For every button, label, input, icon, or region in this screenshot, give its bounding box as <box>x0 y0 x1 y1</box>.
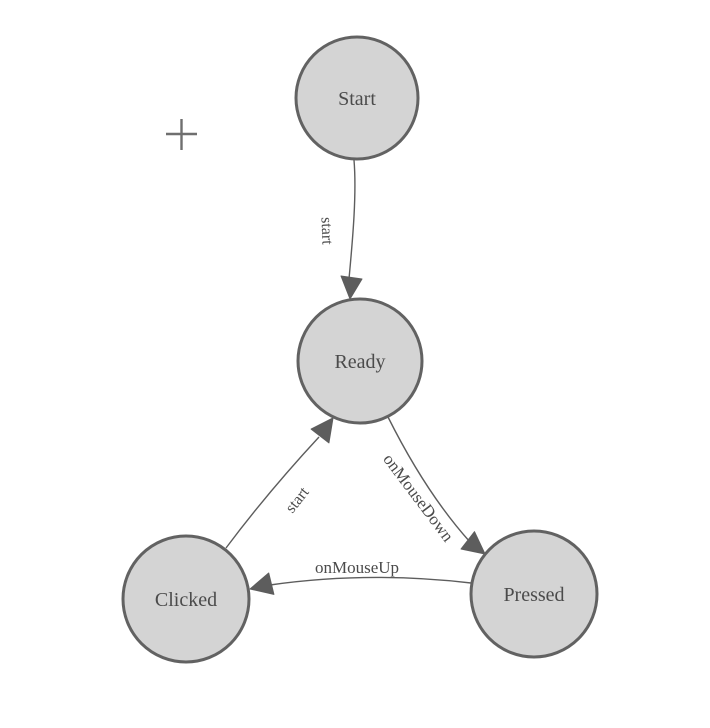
edge-label-start-ready: start <box>318 217 336 246</box>
edge-line[interactable] <box>387 416 471 543</box>
node-ready-circle[interactable] <box>296 297 424 425</box>
node-ready-label: Ready <box>334 351 385 373</box>
node-start-label: Start <box>338 88 376 110</box>
edge-start-to-ready: start <box>318 159 363 300</box>
node-ready: Ready <box>296 297 424 425</box>
node-clicked: Clicked <box>121 534 251 664</box>
origin-cross-icon <box>166 119 197 150</box>
arrowhead-icon <box>249 572 275 595</box>
node-start: Start <box>294 35 420 161</box>
node-clicked-label: Clicked <box>155 589 217 611</box>
node-pressed-label: Pressed <box>503 584 564 606</box>
edge-clicked-to-ready: start <box>225 417 334 549</box>
node-pressed-circle[interactable] <box>469 529 599 659</box>
edge-ready-to-pressed: onMouseDown <box>379 416 486 555</box>
node-clicked-circle[interactable] <box>121 534 251 664</box>
node-start-circle[interactable] <box>294 35 420 161</box>
edge-line[interactable] <box>225 436 320 549</box>
edge-label-onmouseup: onMouseUp <box>315 558 399 577</box>
arrowhead-icon <box>340 275 363 300</box>
node-pressed: Pressed <box>469 529 599 659</box>
edge-label-start-clicked-ready: start <box>282 484 313 517</box>
edge-line[interactable] <box>269 576 472 586</box>
edge-line[interactable] <box>348 159 356 280</box>
arrowhead-icon <box>460 531 486 555</box>
edge-pressed-to-clicked: onMouseUp <box>249 558 472 595</box>
edge-label-onmousedown: onMouseDown <box>379 450 458 546</box>
arrowhead-icon <box>310 417 334 444</box>
